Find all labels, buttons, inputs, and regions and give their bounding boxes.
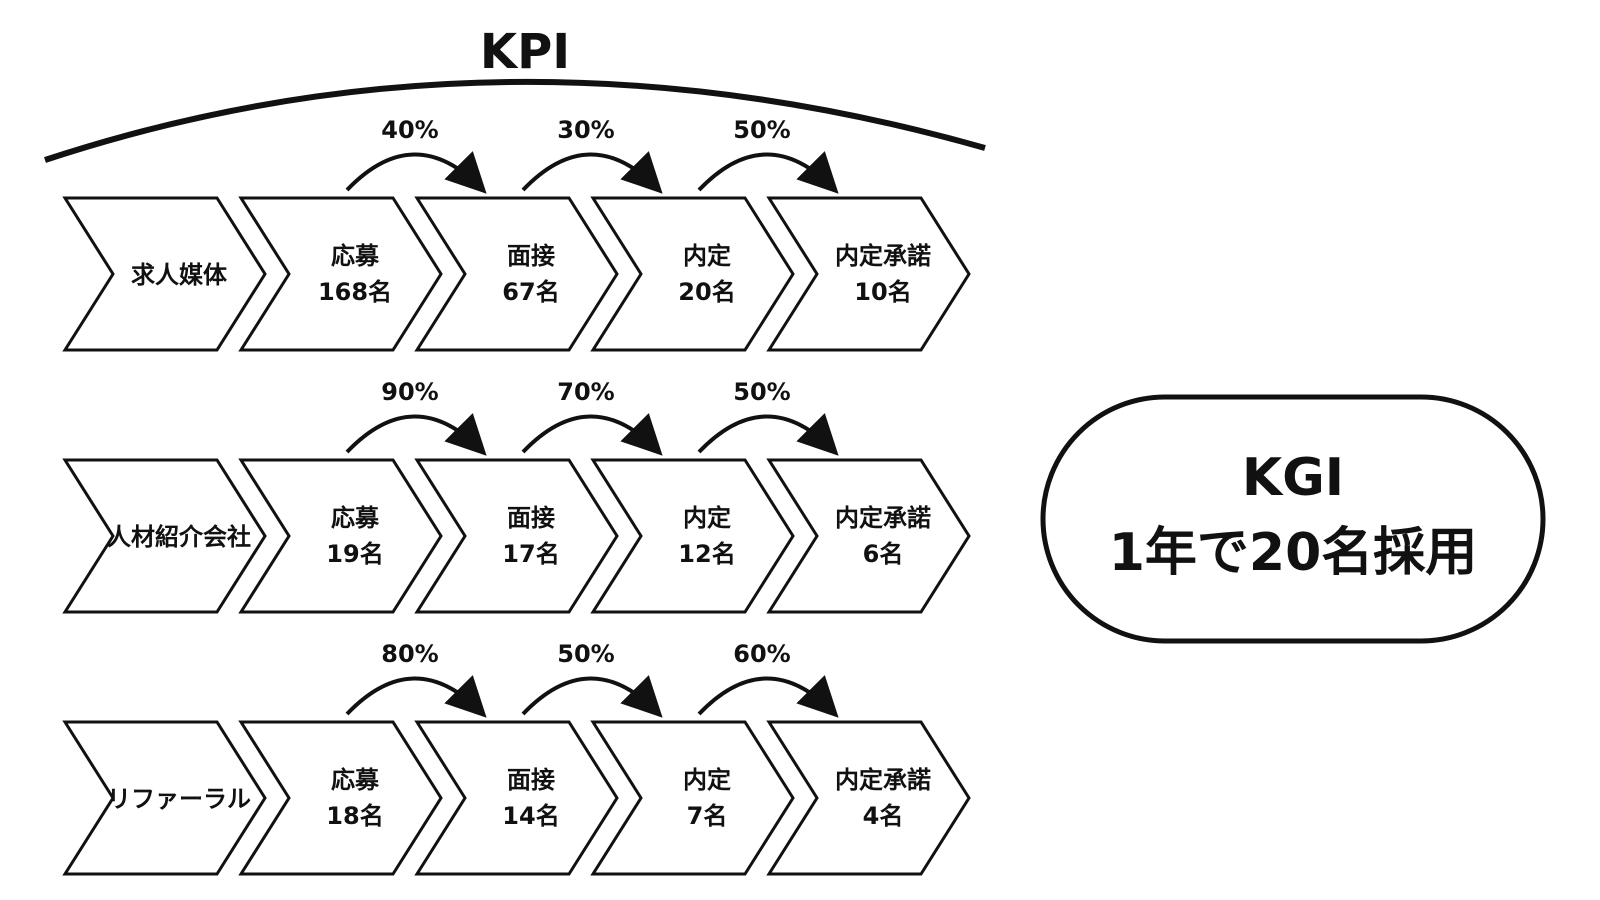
stage-count: 14名 [502, 802, 559, 830]
stage-chevron [414, 196, 619, 352]
stage-chevron [766, 196, 971, 352]
stage-chevron [238, 720, 443, 876]
source-label: 求人媒体 [131, 261, 228, 289]
source-label: 人材紹介会社 [107, 523, 251, 551]
source-chevron [62, 196, 267, 352]
stage-chevron [766, 720, 971, 876]
stage-count: 19名 [326, 540, 383, 568]
conversion-rate: 40% [381, 116, 438, 144]
funnel-row: リファーラル 応募 18名 面接 14名 内定 7名 内定承諾 4名 80% 50% 60% [62, 640, 971, 876]
stage-chevron [590, 720, 795, 876]
stage-label: 内定 [683, 242, 731, 270]
stage-label: 内定 [683, 766, 731, 794]
stage-count: 12名 [678, 540, 735, 568]
source-chevron [62, 720, 267, 876]
stage-label: 応募 [331, 504, 380, 532]
kgi-goal: 1年で20名採用 [1109, 523, 1478, 583]
conversion-arrow [521, 675, 663, 718]
stage-chevron [238, 458, 443, 614]
stage-count: 20名 [678, 278, 735, 306]
source-label: リファーラル [107, 785, 251, 813]
stage-label: 面接 [507, 242, 555, 270]
conversion-rate: 90% [381, 378, 438, 406]
stage-chevron [238, 196, 443, 352]
stage-label: 内定承諾 [835, 242, 931, 270]
kgi-title: KGI [1242, 448, 1344, 508]
stage-chevron [766, 458, 971, 614]
conversion-arrow [345, 675, 487, 718]
stage-label: 面接 [507, 504, 555, 532]
stage-label: 応募 [331, 242, 380, 270]
stage-label: 内定承諾 [835, 504, 931, 532]
conversion-rate: 60% [733, 640, 790, 668]
stage-count: 67名 [502, 278, 559, 306]
stage-label: 内定承諾 [835, 766, 931, 794]
stage-chevron [414, 720, 619, 876]
stage-count: 4名 [863, 802, 904, 830]
stage-count: 168名 [318, 278, 392, 306]
stage-count: 18名 [326, 802, 383, 830]
conversion-arrow [697, 151, 839, 194]
stage-chevron [590, 196, 795, 352]
conversion-rate: 50% [733, 116, 790, 144]
stage-chevron [414, 458, 619, 614]
conversion-arrow [697, 675, 839, 718]
conversion-rate: 50% [733, 378, 790, 406]
source-chevron [62, 458, 267, 614]
conversion-rate: 80% [381, 640, 438, 668]
kpi-bracket-arc [44, 78, 986, 163]
conversion-arrow [345, 151, 487, 194]
stage-count: 10名 [854, 278, 911, 306]
stage-count: 17名 [502, 540, 559, 568]
conversion-arrow [697, 413, 839, 456]
stage-count: 7名 [687, 802, 728, 830]
funnel-row: 求人媒体 応募 168名 面接 67名 内定 20名 内定承諾 10名 40% 30% 50% [62, 116, 971, 352]
funnel-rows: 求人媒体応募168名面接67名内定20名内定承諾10名40%30%50%人材紹介… [62, 116, 971, 876]
kpi-title: KPI [480, 24, 570, 80]
stage-count: 6名 [863, 540, 904, 568]
conversion-arrow [521, 413, 663, 456]
funnel-row: 人材紹介会社 応募 19名 面接 17名 内定 12名 内定承諾 6名 90% 70% 50% [62, 378, 971, 614]
conversion-rate: 30% [557, 116, 614, 144]
conversion-rate: 70% [557, 378, 614, 406]
conversion-arrow [521, 151, 663, 194]
conversion-arrow [345, 413, 487, 456]
stage-label: 面接 [507, 766, 555, 794]
conversion-rate: 50% [557, 640, 614, 668]
stage-label: 応募 [331, 766, 380, 794]
stage-chevron [590, 458, 795, 614]
kgi-box [1040, 394, 1546, 644]
stage-label: 内定 [683, 504, 731, 532]
